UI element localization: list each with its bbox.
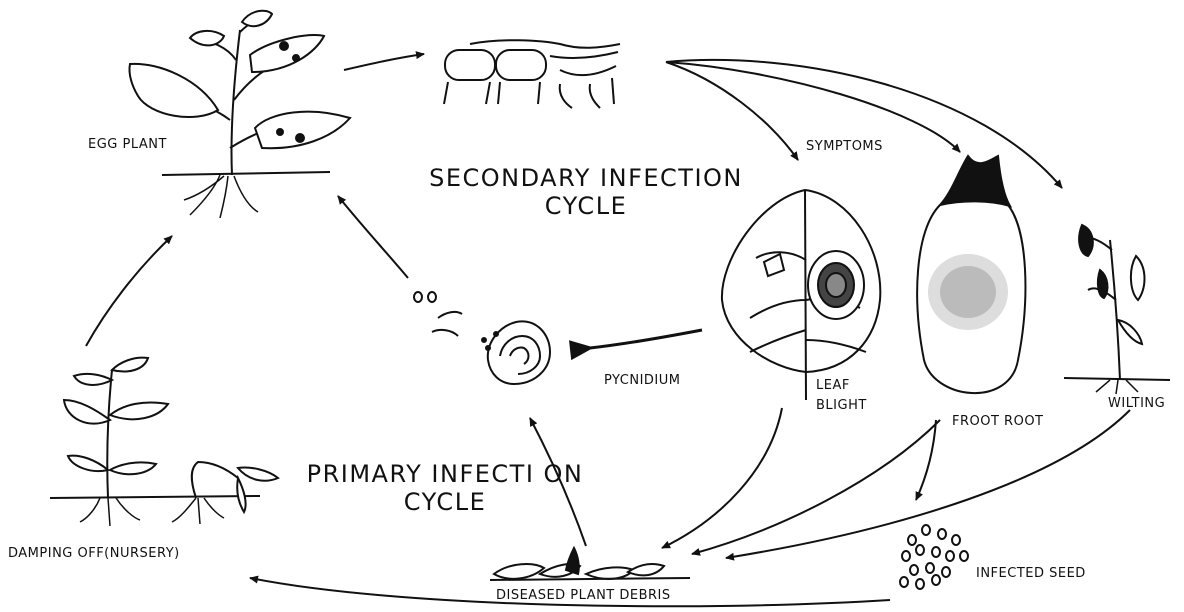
infected-seeds-illustration bbox=[900, 525, 968, 589]
label-damping-off: DAMPING OFF(NURSERY) bbox=[8, 546, 180, 561]
arrow-fruit-to-debris bbox=[692, 420, 940, 554]
label-symptoms: SYMPTOMS bbox=[806, 139, 883, 154]
egg-plant-illustration bbox=[129, 11, 350, 218]
leaf-blight-line2: BLIGHT bbox=[816, 396, 867, 416]
fruit-rot-illustration bbox=[917, 156, 1025, 393]
primary-cycle-title: PRIMARY INFECTI ON CYCLE bbox=[280, 460, 610, 516]
damping-off-seedlings-illustration bbox=[50, 358, 278, 526]
label-pycnidium: PYCNIDIUM bbox=[604, 373, 681, 388]
arrow-leaf-to-debris bbox=[662, 408, 782, 548]
leaf-blight-illustration bbox=[722, 190, 880, 400]
label-egg-plant: EGG PLANT bbox=[88, 137, 167, 152]
arrow-seedlings-to-plant bbox=[86, 236, 172, 346]
pycnidium-illustration bbox=[414, 292, 550, 384]
diseased-debris-illustration bbox=[490, 548, 690, 580]
primary-cycle-line1: PRIMARY INFECTI ON bbox=[280, 460, 610, 488]
primary-cycle-line2: CYCLE bbox=[280, 488, 610, 516]
arrow-leaf-to-pycnidium bbox=[590, 330, 702, 348]
infected-cells-illustration bbox=[444, 40, 620, 108]
leaf-blight-line1: LEAF bbox=[816, 376, 867, 396]
label-wilting: WILTING bbox=[1108, 396, 1165, 411]
secondary-cycle-line2: CYCLE bbox=[416, 192, 756, 220]
secondary-cycle-line1: SECONDARY INFECTION bbox=[416, 164, 756, 192]
arrow-plant-to-cells bbox=[344, 54, 424, 70]
secondary-cycle-title: SECONDARY INFECTION CYCLE bbox=[416, 164, 756, 220]
arrow-pycnidium-to-plant bbox=[338, 196, 408, 278]
label-diseased-debris: DISEASED PLANT DEBRIS bbox=[496, 588, 671, 603]
label-infected-seed: INFECTED SEED bbox=[976, 566, 1086, 581]
wilting-plant-illustration bbox=[1064, 225, 1170, 394]
label-fruit-rot: FROOT ROOT bbox=[952, 414, 1044, 429]
arrow-cells-to-leaf-blight bbox=[666, 62, 798, 160]
label-leaf-blight: LEAF BLIGHT bbox=[816, 376, 867, 416]
